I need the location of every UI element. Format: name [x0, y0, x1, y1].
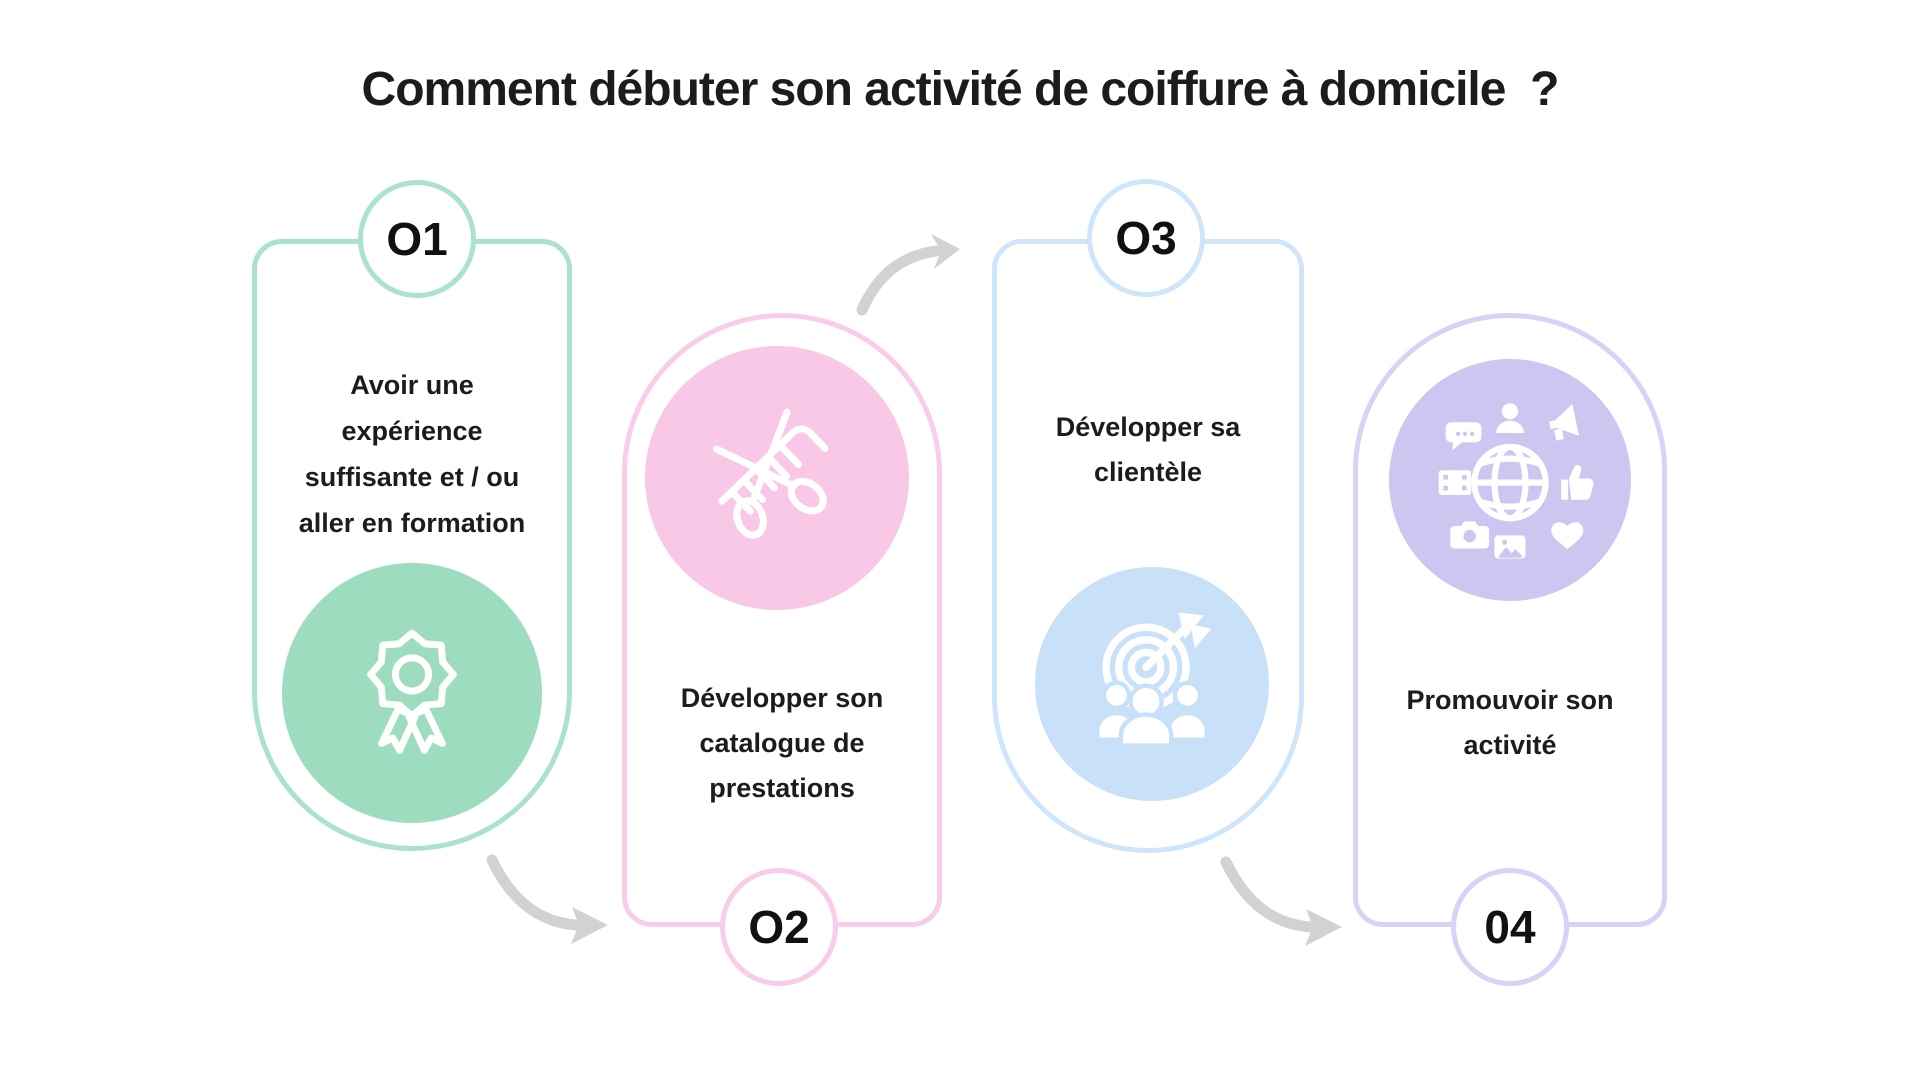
- step-card-3: [992, 239, 1304, 853]
- curved-arrow-down-right-2: [1220, 856, 1342, 946]
- page-title: Comment débuter son activité de coiffure…: [361, 63, 1560, 116]
- step-number-badge-4: 04: [1451, 868, 1569, 986]
- step-number-badge-1: O1: [358, 180, 476, 298]
- social-media-globe-icon: [1417, 385, 1603, 576]
- award-badge-icon: [343, 622, 481, 765]
- step-label-1: Avoir une expérience suffisante et / ou …: [298, 370, 526, 538]
- curved-arrow-down-right-1: [486, 854, 608, 944]
- curved-arrow-up-right: [856, 234, 960, 316]
- step-icon-circle-1: [282, 563, 542, 823]
- step-number-badge-2: O2: [720, 868, 838, 986]
- step-label-2: Développer son catalogue de prestations: [680, 683, 884, 803]
- step-icon-circle-3: [1035, 567, 1269, 801]
- step-number-badge-3: O3: [1087, 179, 1205, 297]
- scissors-comb-icon: [693, 392, 861, 565]
- step-label-4: Promouvoir son activité: [1406, 685, 1614, 760]
- step-label-3: Développer sa clientèle: [1055, 412, 1241, 487]
- step-icon-circle-4: [1389, 359, 1631, 601]
- target-audience-icon: [1078, 608, 1226, 761]
- step-icon-circle-2: [645, 346, 909, 610]
